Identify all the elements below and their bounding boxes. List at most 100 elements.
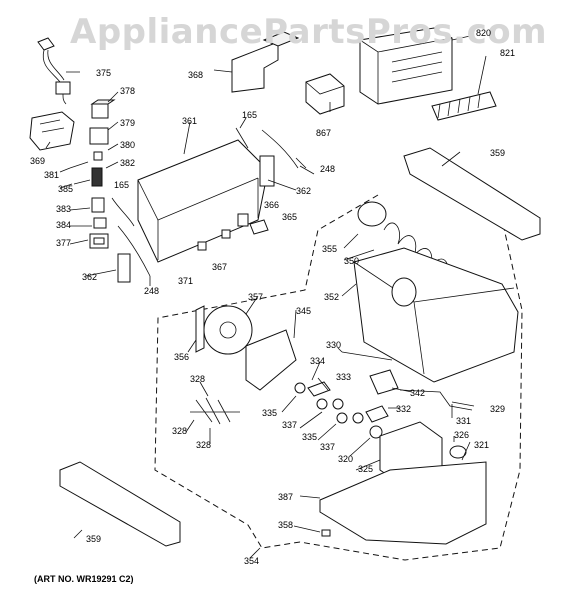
part-380-plug — [93, 151, 103, 161]
callout-320: 320 — [338, 454, 354, 464]
part-333-washer — [332, 398, 344, 410]
callout-362-left: 362 — [82, 272, 98, 282]
callout-368: 368 — [188, 70, 204, 80]
callout-359-bottom: 359 — [86, 534, 102, 544]
part-342-solenoid — [369, 369, 399, 395]
callout-321: 321 — [474, 440, 490, 450]
callout-387: 387 — [278, 492, 294, 502]
part-820-icemaker — [359, 27, 453, 105]
callout-335-b: 335 — [302, 432, 318, 442]
part-352-ice-bucket — [353, 247, 519, 383]
callout-375: 375 — [96, 68, 112, 78]
callout-371: 371 — [178, 276, 194, 286]
callout-366: 366 — [264, 200, 280, 210]
callout-328-c: 328 — [196, 440, 212, 450]
part-362-bracket-right — [259, 155, 275, 187]
callout-379: 379 — [120, 118, 136, 128]
part-332-lever — [365, 405, 389, 423]
part-326-ring — [449, 445, 467, 459]
part-345-housing — [245, 329, 297, 391]
callout-335-a: 335 — [262, 408, 278, 418]
part-366-clip — [237, 213, 249, 227]
part-362-bracket-left — [117, 253, 131, 283]
part-337-washer-b — [352, 412, 364, 424]
callout-337-a: 337 — [282, 420, 298, 430]
part-867-cup — [305, 73, 345, 115]
callout-345: 345 — [296, 306, 312, 316]
callout-357: 357 — [248, 292, 264, 302]
callout-328-a: 328 — [190, 374, 206, 384]
callout-332: 332 — [396, 404, 412, 414]
callout-352: 352 — [324, 292, 340, 302]
callout-380: 380 — [120, 140, 136, 150]
part-368-bracket — [231, 31, 300, 93]
part-330-rod — [341, 351, 393, 361]
art-number: (ART NO. WR19291 C2) — [34, 574, 134, 584]
callout-334: 334 — [310, 356, 326, 366]
part-335-washer-a — [294, 382, 306, 394]
part-375-wire-harness — [37, 37, 71, 105]
callout-383: 383 — [56, 204, 72, 214]
part-248-wire-left — [117, 225, 151, 277]
part-356-gasket — [195, 305, 205, 353]
callout-359-top: 359 — [490, 148, 506, 158]
callout-350: 350 — [344, 256, 360, 266]
part-379-capacitor — [89, 127, 109, 145]
part-359-cover-bottom — [59, 461, 181, 547]
callout-331: 331 — [456, 416, 472, 426]
part-383-bushing — [91, 197, 105, 213]
assembly-boundary — [154, 194, 523, 561]
callout-381: 381 — [44, 170, 60, 180]
part-329-arm — [399, 389, 473, 411]
part-335-washer-b — [336, 412, 348, 424]
callout-385: 385 — [58, 184, 74, 194]
callout-326: 326 — [454, 430, 470, 440]
callout-165-left: 165 — [114, 180, 130, 190]
callout-382: 382 — [120, 158, 136, 168]
callout-329: 329 — [490, 404, 506, 414]
part-382-spring — [91, 167, 103, 187]
part-355-bearing — [357, 201, 387, 227]
part-165-wire-left — [111, 197, 135, 227]
part-387-chute — [319, 461, 487, 545]
callout-362-right: 362 — [296, 186, 312, 196]
part-328-crusher — [190, 397, 240, 425]
part-821-ejector — [431, 91, 497, 121]
callout-356: 356 — [174, 352, 190, 362]
watermark-logo: AppliancePartsPros.com — [70, 12, 548, 52]
callout-333: 333 — [336, 372, 352, 382]
callout-867: 867 — [316, 128, 332, 138]
part-165-wire-right — [235, 127, 249, 149]
callout-328-b: 328 — [172, 426, 188, 436]
callout-821: 821 — [500, 48, 516, 58]
part-384-washer — [93, 217, 107, 229]
part-359-cover-top — [403, 147, 541, 241]
callout-248-right: 248 — [320, 164, 336, 174]
part-248-wire-right — [261, 129, 299, 169]
callout-354: 354 — [244, 556, 260, 566]
part-369-motor — [29, 111, 75, 151]
part-367-screw — [221, 229, 231, 239]
callout-378: 378 — [120, 86, 136, 96]
callout-365: 365 — [282, 212, 298, 222]
callout-384: 384 — [56, 220, 72, 230]
part-320-bushing — [369, 425, 383, 439]
callout-820: 820 — [476, 28, 492, 38]
callout-342: 342 — [410, 388, 426, 398]
part-337-washer-a — [316, 398, 328, 410]
part-371-screw — [197, 241, 207, 251]
callout-358: 358 — [278, 520, 294, 530]
callout-165-right: 165 — [242, 110, 258, 120]
callout-369: 369 — [30, 156, 46, 166]
part-378-relay — [90, 99, 116, 119]
callout-361: 361 — [182, 116, 198, 126]
callout-325: 325 — [358, 464, 374, 474]
callout-367: 367 — [212, 262, 228, 272]
callout-330: 330 — [326, 340, 342, 350]
part-361-auger-motor-housing — [137, 139, 269, 263]
part-358-screw — [321, 529, 331, 537]
callout-377: 377 — [56, 238, 72, 248]
